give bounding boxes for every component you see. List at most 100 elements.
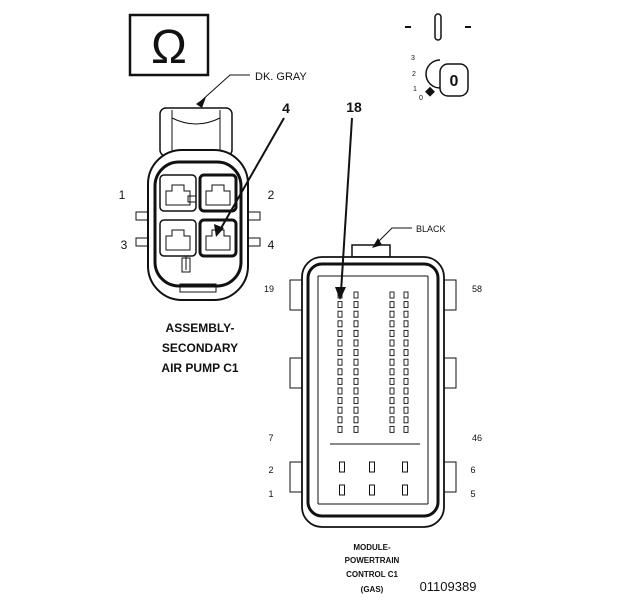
callout-18: 18 — [335, 99, 362, 300]
connector-b-caption-line-3: CONTROL C1 — [346, 570, 398, 579]
power-pin-cavity — [369, 484, 375, 496]
pin-cavity — [353, 425, 359, 433]
pin-cavity — [403, 397, 409, 405]
pin-cavity — [353, 406, 359, 414]
connector-b-caption-line-1: MODULE- — [353, 543, 391, 552]
cavity-3 — [159, 219, 197, 257]
right-pin-label-5: 5 — [470, 489, 475, 499]
power-pin-cavity — [339, 461, 345, 473]
pin-cavity — [403, 310, 409, 318]
pin-label-3: 3 — [121, 238, 128, 252]
key-position-0: 0 — [419, 95, 423, 102]
pin-cavity — [337, 329, 343, 337]
pin-cavity — [353, 310, 359, 318]
pin-cavity — [403, 416, 409, 424]
pin-cavity — [337, 349, 343, 357]
power-pin-cavity — [369, 461, 375, 473]
figure-id: 01109389 — [420, 579, 477, 594]
right-pin-label-6: 6 — [470, 465, 475, 475]
pin-cavity — [403, 425, 409, 433]
pin-cavity — [403, 291, 409, 299]
pin-cavity — [403, 301, 409, 309]
pin-cavity — [337, 339, 343, 347]
pin-label-1: 1 — [119, 188, 126, 202]
svg-text:18: 18 — [346, 99, 362, 115]
pin-cavity — [337, 416, 343, 424]
pin-cavity — [353, 368, 359, 376]
key-position-2: 2 — [412, 71, 416, 78]
pin-cavity — [403, 368, 409, 376]
pin-cavity — [337, 387, 343, 395]
connector-a-color-label: DK. GRAY — [255, 71, 307, 83]
pin-cavity — [403, 339, 409, 347]
pin-cavity — [353, 349, 359, 357]
pin-cavity — [353, 397, 359, 405]
pin-cavity — [403, 406, 409, 414]
pin-cavity — [337, 320, 343, 328]
pin-cavity — [389, 291, 395, 299]
pin-cavity — [337, 377, 343, 385]
connector-a-caption-line-3: AIR PUMP C1 — [161, 361, 238, 375]
pin-cavity — [353, 320, 359, 328]
right-pin-label-58: 58 — [472, 284, 482, 294]
pin-cavity — [389, 310, 395, 318]
left-pin-label-2: 2 — [268, 465, 273, 475]
pin-cavity — [389, 329, 395, 337]
pin-grid — [337, 291, 409, 496]
pin-cavity — [403, 387, 409, 395]
pin-cavity — [389, 349, 395, 357]
pin-cavity — [353, 329, 359, 337]
key-position-3: 3 — [411, 55, 415, 62]
pin-cavity — [353, 339, 359, 347]
pin-label-2: 2 — [268, 188, 275, 202]
pin-cavity — [353, 358, 359, 366]
pin-cavity — [389, 416, 395, 424]
pin-label-4: 4 — [268, 238, 275, 252]
pin-cavity — [403, 358, 409, 366]
left-pin-label-1: 1 — [268, 489, 273, 499]
key-position-1: 1 — [413, 86, 417, 93]
connector-b — [289, 244, 457, 528]
pin-cavity — [353, 387, 359, 395]
pin-cavity — [389, 406, 395, 414]
cavity-1 — [159, 174, 197, 212]
connector-a-caption-line-1: ASSEMBLY- — [166, 321, 235, 335]
key-symbol: 0 3 2 1 0 — [405, 13, 471, 102]
pin-cavity — [337, 301, 343, 309]
pin-cavity — [337, 358, 343, 366]
pin-cavity — [337, 406, 343, 414]
cavity-2 — [198, 173, 238, 213]
right-pin-label-46: 46 — [472, 433, 482, 443]
pin-cavity — [353, 377, 359, 385]
power-pin-cavity — [402, 461, 408, 473]
power-pin-cavity — [339, 484, 345, 496]
pin-cavity — [403, 329, 409, 337]
omega-icon: Ω — [151, 21, 187, 74]
pin-cavity — [389, 368, 395, 376]
connector-b-caption-line-2: POWERTRAIN — [345, 556, 400, 565]
pin-cavity — [337, 368, 343, 376]
key-letter: 0 — [450, 73, 459, 90]
pin-cavity — [337, 425, 343, 433]
svg-text:4: 4 — [282, 100, 290, 116]
pin-cavity — [337, 397, 343, 405]
connector-a-caption-line-2: SECONDARY — [162, 341, 238, 355]
pin-cavity — [389, 387, 395, 395]
dk-gray-leader: DK. GRAY — [196, 71, 307, 108]
pin-cavity — [403, 377, 409, 385]
connector-b-caption-line-4: (GAS) — [361, 585, 384, 594]
pin-cavity — [353, 291, 359, 299]
power-pin-cavity — [402, 484, 408, 496]
pin-cavity — [403, 349, 409, 357]
left-pin-label-7: 7 — [268, 433, 273, 443]
pin-cavity — [389, 377, 395, 385]
pin-cavity — [337, 310, 343, 318]
pin-cavity — [389, 425, 395, 433]
left-pin-label-19: 19 — [264, 284, 274, 294]
connector-b-color-label: BLACK — [416, 224, 446, 234]
pin-cavity — [389, 339, 395, 347]
pin-cavity — [389, 358, 395, 366]
pin-cavity — [353, 416, 359, 424]
pin-cavity — [389, 301, 395, 309]
